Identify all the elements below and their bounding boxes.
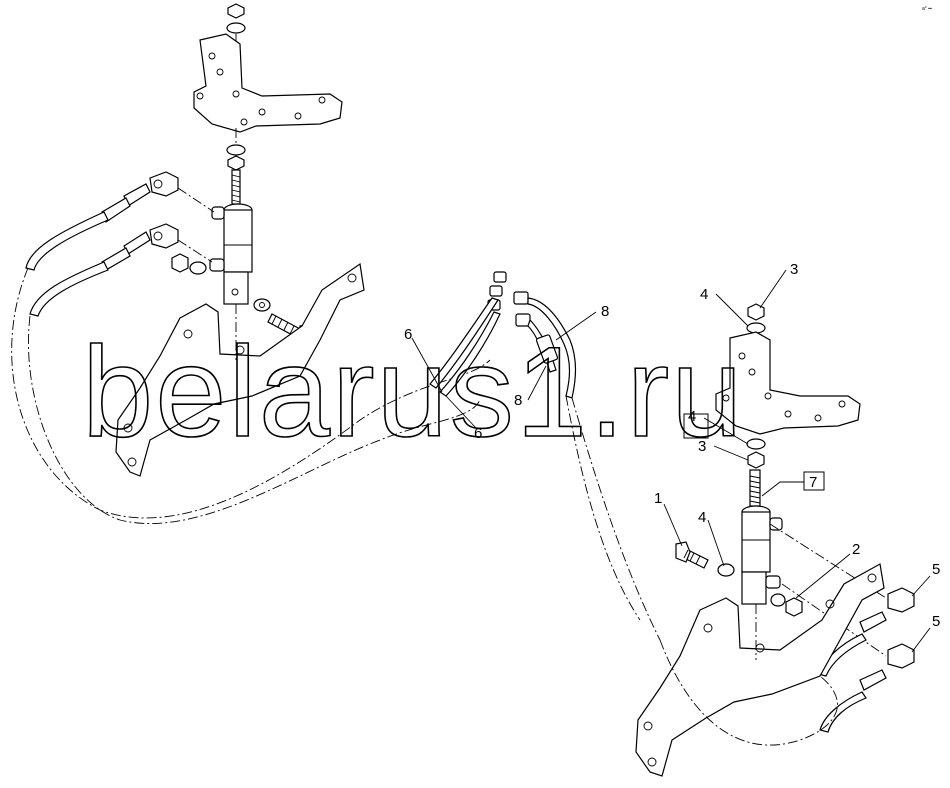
callout-4-low: 4 [698, 509, 706, 526]
left-small-parts [171, 253, 271, 312]
callout-3-top: 3 [790, 261, 798, 278]
corner-mark: a° ▪▪ [922, 6, 932, 12]
callout-6-lower: 6 [474, 425, 482, 442]
callout-1: 1 [654, 490, 662, 507]
callout-4-top: 4 [700, 286, 708, 303]
middle-hoses [429, 271, 661, 641]
right-frame-bracket [635, 563, 885, 777]
callout-leaders [411, 269, 931, 653]
left-frame-bracket [115, 262, 365, 477]
left-assembly [11, 3, 491, 524]
callout-6-upper: 6 [404, 326, 412, 343]
callout-4-mid: 4 [688, 408, 696, 425]
callout-8-lower: 8 [514, 392, 522, 409]
left-elbow-fittings [149, 171, 215, 263]
callout-2: 2 [852, 541, 860, 558]
left-top-nut [226, 3, 246, 45]
callout-4-box [683, 413, 709, 439]
callout-5-upper: 5 [932, 561, 940, 578]
callout-labels: 3 4 4 3 7 1 4 2 5 5 6 6 8 8 [404, 261, 940, 630]
callout-8-upper: 8 [601, 303, 609, 320]
right-bracket-plate [715, 331, 861, 435]
callout-7-box [803, 471, 825, 491]
callout-5-lower: 5 [932, 613, 940, 630]
callout-3-mid: 3 [698, 438, 706, 455]
left-sensor-body [209, 203, 253, 305]
left-threaded-rod [231, 169, 241, 205]
watermark-text: belarus1.ru [82, 321, 744, 464]
left-hoses [25, 183, 151, 317]
left-bracket-plate [193, 33, 343, 133]
callout-7: 7 [809, 474, 817, 491]
